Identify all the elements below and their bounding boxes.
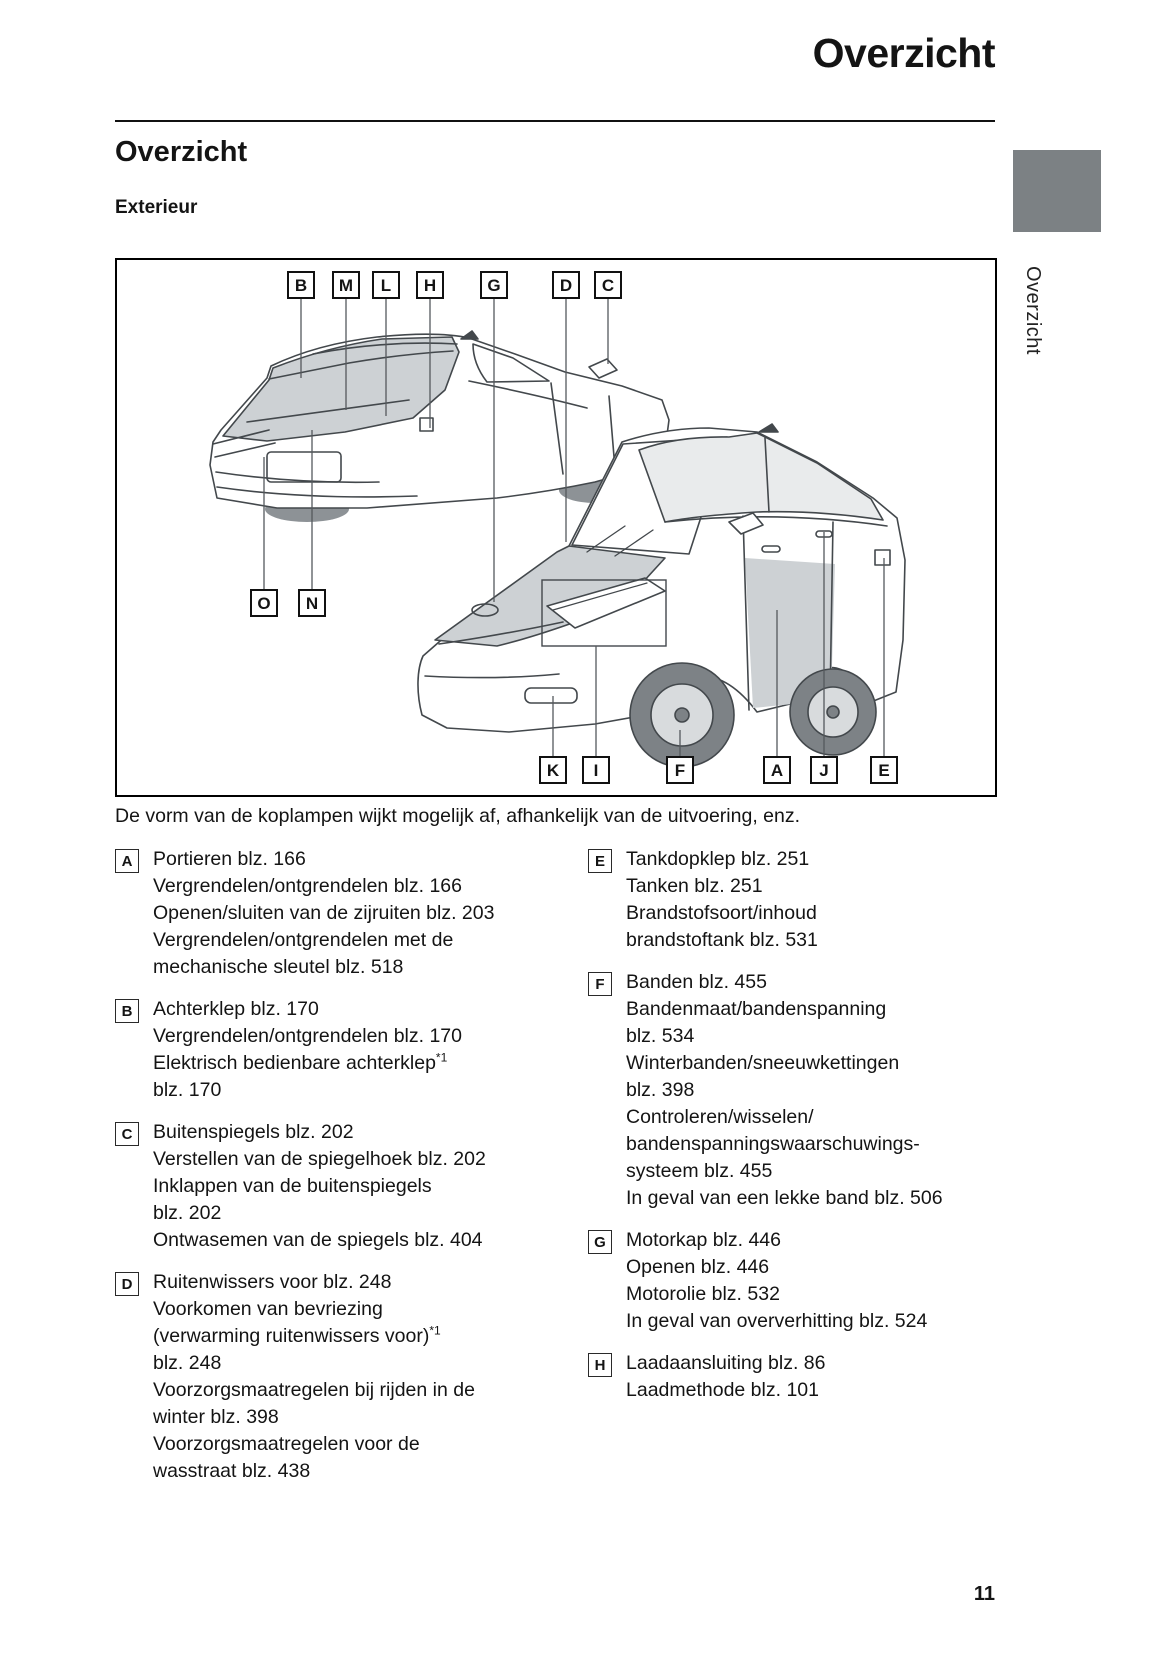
figure-callout-l: L [372, 271, 400, 299]
legend-line: Portieren blz. 166 [153, 848, 306, 870]
headlight-callout-box [541, 579, 667, 647]
figure-callout-d: D [552, 271, 580, 299]
legend-line: Ontwasemen van de spiegels blz. 404 [153, 1229, 483, 1251]
footnote-marker: *1 [435, 1050, 448, 1065]
legend-line: Ruitenwissers voor blz. 248 [153, 1271, 392, 1293]
legend-line: blz. 534 [626, 1025, 695, 1047]
figure-callout-i: I [582, 756, 610, 784]
item-letter-badge: D [115, 1272, 139, 1296]
header-rule [115, 120, 995, 122]
legend-line: Vergrendelen/ontgrendelen blz. 166 [153, 875, 462, 897]
legend-line: Tanken blz. 251 [626, 875, 763, 897]
legend-line: blz. 398 [626, 1079, 695, 1101]
page-header-title: Overzicht [812, 30, 996, 76]
legend-line: bandenspanningswaarschuwings- [626, 1133, 920, 1155]
legend-line: blz. 202 [153, 1202, 222, 1224]
legend-line: Achterklep blz. 170 [153, 998, 319, 1020]
item-text: Laadaansluiting blz. 86 Laadmethode blz. … [626, 1350, 826, 1404]
figure-callout-o: O [250, 589, 278, 617]
figure-callout-m: M [332, 271, 360, 299]
legend-line: Voorzorgsmaatregelen bij rijden in de [153, 1379, 475, 1401]
legend-line: Motorkap blz. 446 [626, 1229, 782, 1251]
page-number: 11 [973, 1583, 995, 1605]
figure-callout-h: H [416, 271, 444, 299]
legend-line: Bandenmaat/bandenspanning [626, 998, 887, 1020]
figure-callout-j: J [810, 756, 838, 784]
legend-line: Tankdopklep blz. 251 [626, 848, 810, 870]
exterior-figure: B M L H G D C O N K I F A J E [115, 258, 997, 797]
legend-line: Elektrisch bedienbare achterklep*1 [153, 1050, 448, 1075]
figure-callout-k: K [539, 756, 567, 784]
legend-line: Openen/sluiten van de zijruiten blz. 203 [153, 902, 495, 924]
legend-line: Winterbanden/sneeuwkettingen [626, 1052, 900, 1074]
exterior-car-diagram [209, 298, 906, 768]
legend-line: Buitenspiegels blz. 202 [153, 1121, 354, 1143]
figure-callout-a: A [763, 756, 791, 784]
item-letter-badge: F [588, 972, 612, 996]
legend-line: Openen blz. 446 [626, 1256, 770, 1278]
legend-line: Voorkomen van bevriezing [153, 1298, 383, 1320]
chapter-side-label: Overzicht [1022, 266, 1044, 355]
legend-line: Laadmethode blz. 101 [626, 1379, 819, 1401]
legend-line: Inklappen van de buitenspiegels [153, 1175, 432, 1197]
figure-callout-e: E [870, 756, 898, 784]
item-letter-badge: E [588, 849, 612, 873]
legend-line: In geval van oververhitting blz. 524 [626, 1310, 928, 1332]
legend-line: In geval van een lekke band blz. 506 [626, 1187, 943, 1209]
legend-line: winter blz. 398 [153, 1406, 279, 1428]
figure-callout-f: F [666, 756, 694, 784]
legend-line: Motorolie blz. 532 [626, 1283, 780, 1305]
chapter-tab-marker [1013, 150, 1101, 232]
figure-callout-n: N [298, 589, 326, 617]
item-letter-badge: C [115, 1122, 139, 1146]
legend-item-h: H Laadaansluiting blz. 86 Laadmethode blz.… [588, 1350, 995, 1404]
section-title: Overzicht [115, 136, 248, 168]
legend-line: blz. 170 [153, 1079, 222, 1101]
figure-note: De vorm van de koplampen wijkt mogelijk … [115, 805, 801, 827]
item-letter-badge: A [115, 849, 139, 873]
legend-line: brandstoftank blz. 531 [626, 929, 818, 951]
figure-callout-c: C [594, 271, 622, 299]
figure-callout-b: B [287, 271, 315, 299]
legend-line: Voorzorgsmaatregelen voor de [153, 1433, 420, 1455]
item-letter-badge: G [588, 1230, 612, 1254]
legend-line: Vergrendelen/ontgrendelen blz. 170 [153, 1025, 462, 1047]
legend-line: Brandstofsoort/inhoud [626, 902, 817, 924]
subsection-title: Exterieur [115, 197, 198, 218]
callout-leader-lines [263, 298, 885, 756]
rear-car-drawing [209, 330, 670, 522]
legend-line: Verstellen van de spiegelhoek blz. 202 [153, 1148, 486, 1170]
legend-line: Vergrendelen/ontgrendelen met de [153, 929, 454, 951]
legend-line: blz. 248 [153, 1352, 222, 1374]
legend-line: systeem blz. 455 [626, 1160, 773, 1182]
legend-line: mechanische sleutel blz. 518 [153, 956, 404, 978]
legend-line: Banden blz. 455 [626, 971, 767, 993]
legend-line: (verwarming ruitenwissers voor)*1 [153, 1323, 441, 1348]
footnote-marker: *1 [429, 1323, 441, 1338]
figure-callout-g: G [480, 271, 508, 299]
item-letter-badge: B [115, 999, 139, 1023]
legend-line: wasstraat blz. 438 [153, 1460, 311, 1482]
legend-line: Laadaansluiting blz. 86 [626, 1352, 826, 1374]
legend-line: Controleren/wisselen/ [626, 1106, 814, 1128]
item-letter-badge: H [588, 1353, 612, 1377]
